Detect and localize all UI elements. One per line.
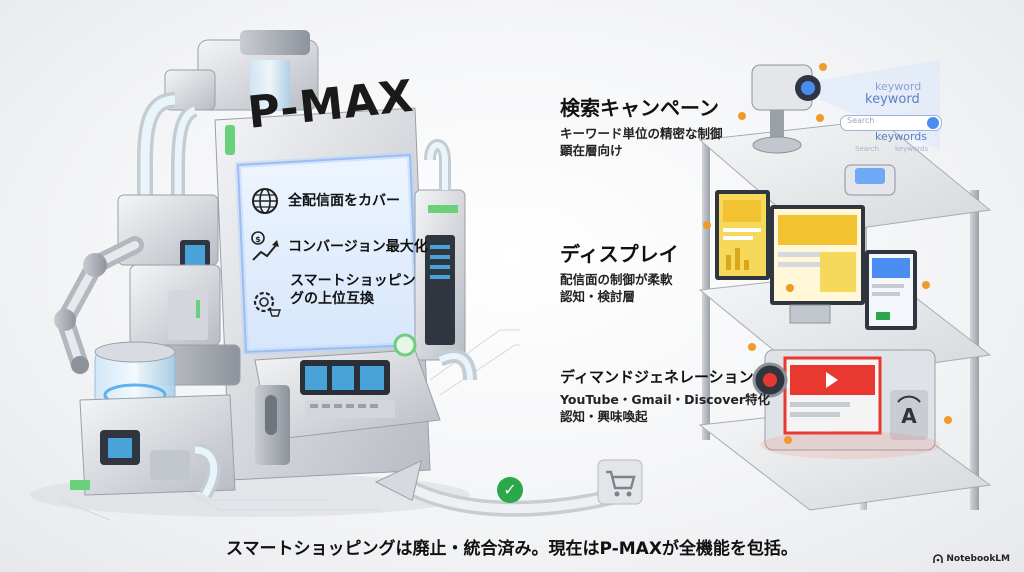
campaign-desc: 認知・検討層 [560,289,636,304]
svg-text:$: $ [255,235,261,244]
display-monitors [715,190,917,330]
feature-label: 全配信面をカバー [288,193,400,209]
robotic-arm [54,236,144,374]
campaign-title: ディスプレイ [560,242,679,266]
notebooklm-brand: NotebookLM [933,554,1010,564]
cart-tile-icon [597,459,643,505]
search-bar-placeholder: Search [847,116,875,125]
feature-item-coverage: 全配信面をカバー [250,186,400,216]
keyword-tag: keyword [865,92,920,107]
keyword-tag: keyword [875,80,922,93]
keyword-tag: Search [855,145,880,153]
svg-text:A: A [901,404,917,428]
campaign-demand-gen: ディマンドジェネレーション YouTube・Gmail・Discover特化 認… [560,366,770,425]
footer-caption: スマートショッピングは廃止・統合済み。現在はP-MAXが全機能を包括。 [226,539,798,559]
keyword-tag: keywords [895,145,929,153]
feature-label: コンバージョン最大化 [288,239,428,255]
campaign-display: ディスプレイ 配信面の制御が柔軟 認知・検討層 [560,238,679,305]
campaign-desc: キーワード単位の精密な制御 [560,126,723,141]
feature-label: スマートショッピングの上位互換 [290,273,416,307]
gear-cart-icon [253,291,281,317]
feature-item-conversion: $ コンバージョン最大化 [250,230,428,264]
globe-icon [252,188,278,214]
notebooklm-logo-icon [933,554,944,563]
campaign-search: 検索キャンペーン キーワード単位の精密な制御 顕在層向け [560,92,723,159]
brand-name: NotebookLM [946,554,1010,564]
search-bar: Search [840,115,942,131]
campaign-desc: 顕在層向け [560,143,623,158]
campaign-desc: 配信面の制御が柔軟 [560,272,673,287]
youtube-device: A [752,349,940,459]
shelf-illustration: A [698,60,992,511]
campaign-desc: YouTube・Gmail・Discover特化 [560,392,771,407]
feature-item-upgrade: スマートショッピングの上位互換 [250,272,420,322]
campaign-title: ディマンドジェネレーション [560,368,754,386]
keyword-tag: keywords [875,130,928,143]
keyword-cloud: keyword keyword Search keywords keywords… [835,70,945,160]
check-badge: ✓ [497,477,523,503]
campaign-desc: 認知・興味喚起 [560,409,648,424]
campaign-title: 検索キャンペーン [560,96,719,120]
search-icon [927,117,939,129]
migration-arrow [374,459,628,517]
growth-chart-icon: $ [251,231,279,261]
